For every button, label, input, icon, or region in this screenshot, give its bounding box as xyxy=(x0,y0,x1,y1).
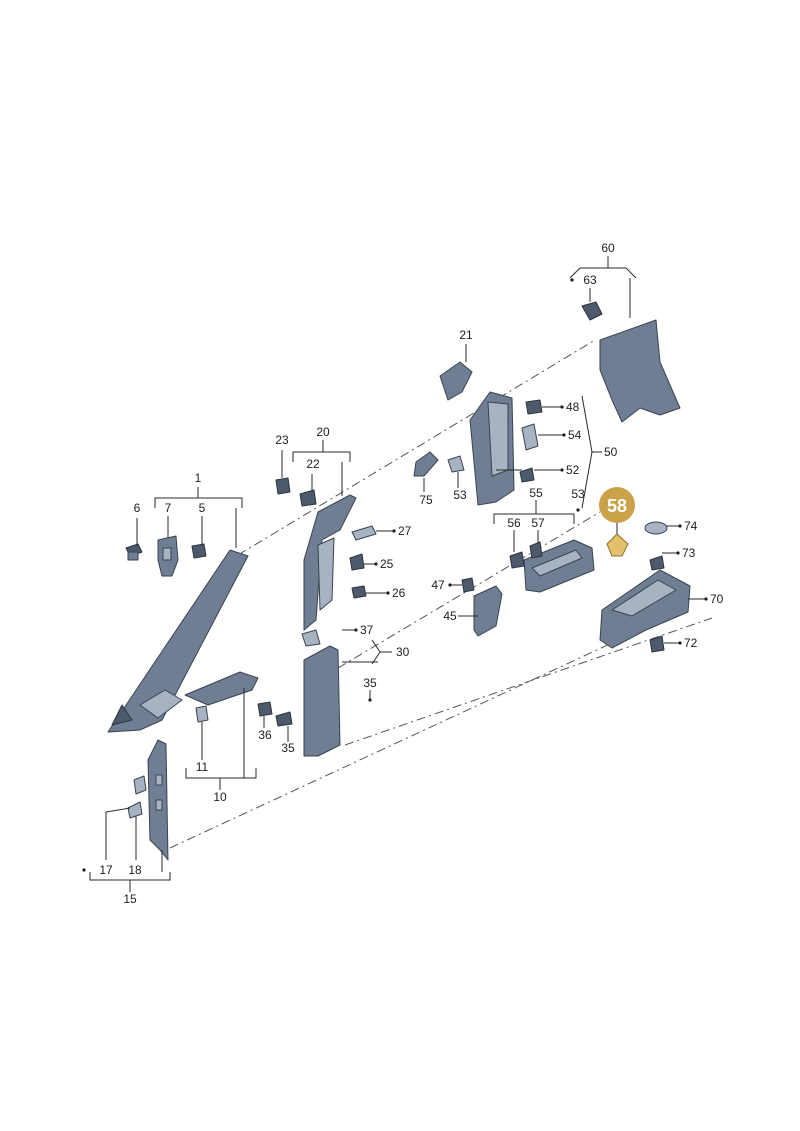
label-75: 75 xyxy=(419,493,433,507)
label-48: 48 xyxy=(566,400,580,414)
vent-55 xyxy=(509,539,595,593)
c-pillar-trim-50 xyxy=(469,391,543,506)
leader-lines xyxy=(89,256,706,892)
label-21: 21 xyxy=(459,328,473,342)
label-50: 50 xyxy=(604,445,618,459)
sill-trim-70 xyxy=(599,521,691,653)
label-7: 7 xyxy=(165,501,172,515)
a-pillar-lower-15 xyxy=(127,739,169,861)
label-60: 60 xyxy=(601,241,615,255)
label-35: 35 xyxy=(363,676,377,690)
label-10: 10 xyxy=(213,790,227,804)
cover-75 xyxy=(413,451,439,477)
label-70: 70 xyxy=(710,592,724,606)
label-56: 56 xyxy=(507,516,521,530)
label-52: 52 xyxy=(566,463,580,477)
label-45: 45 xyxy=(443,609,457,623)
dash-trim-11 xyxy=(184,671,259,723)
label-74: 74 xyxy=(684,519,698,533)
label-54: 54 xyxy=(568,428,582,442)
trim-45-47 xyxy=(461,577,503,637)
label-22: 22 xyxy=(306,457,320,471)
label-36: 36 xyxy=(258,728,272,742)
label-63: 63 xyxy=(583,273,597,287)
label-25: 25 xyxy=(380,557,394,571)
label-53: 53 xyxy=(571,487,585,501)
label-37: 37 xyxy=(360,623,374,637)
label-35b: 35 xyxy=(281,741,295,755)
label-57: 57 xyxy=(531,516,545,530)
label-27: 27 xyxy=(398,524,412,538)
label-72: 72 xyxy=(684,636,698,650)
clip-53-left xyxy=(447,455,465,473)
part-labels: 1 6 7 5 23 20 22 27 25 26 37 30 35 36 35… xyxy=(99,241,723,906)
label-1: 1 xyxy=(195,471,202,485)
highlight-badge xyxy=(599,487,635,523)
label-15: 15 xyxy=(123,892,137,906)
label-18: 18 xyxy=(128,863,142,877)
label-30: 30 xyxy=(396,645,410,659)
label-55: 55 xyxy=(529,486,543,500)
clip-5 xyxy=(191,543,207,559)
small-clips-25-27 xyxy=(349,525,377,599)
bracket-21 xyxy=(439,361,473,401)
b-pillar-upper-20 xyxy=(275,477,357,631)
label-23: 23 xyxy=(275,433,289,447)
b-pillar-lower-35 xyxy=(257,629,341,757)
label-53b: 53 xyxy=(453,488,467,502)
label-17: 17 xyxy=(99,863,113,877)
part-58-icon xyxy=(606,533,629,557)
label-5: 5 xyxy=(199,501,206,515)
d-pillar-trim-60 xyxy=(581,301,681,423)
a-pillar-trim xyxy=(107,549,249,733)
leader-dots xyxy=(82,278,708,872)
highlight-58[interactable]: 58 xyxy=(599,487,635,557)
label-73: 73 xyxy=(682,546,696,560)
label-47: 47 xyxy=(431,578,445,592)
label-11: 11 xyxy=(196,760,209,774)
label-6: 6 xyxy=(134,501,141,515)
clip-6 xyxy=(125,543,143,561)
label-20: 20 xyxy=(316,425,330,439)
label-26: 26 xyxy=(392,586,406,600)
highlight-label: 58 xyxy=(607,496,627,516)
clip-7 xyxy=(157,535,179,577)
